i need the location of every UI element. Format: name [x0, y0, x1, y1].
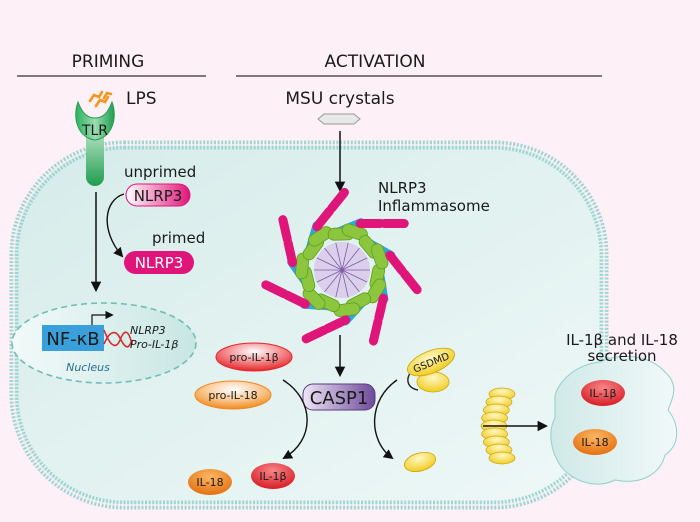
pro-il18: [194, 380, 272, 410]
section-title-activation: ACTIVATION: [325, 52, 426, 72]
unprimed-nlrp3: [125, 183, 191, 207]
nlrp3-arm: [368, 317, 383, 346]
inflammasome-label-1: NLRP3: [378, 179, 427, 197]
casp1: [302, 383, 376, 411]
gsdmd-pore-subunit: [488, 451, 516, 465]
nlrp3-arm: [374, 293, 388, 323]
nucleus-label: Nucleus: [66, 361, 110, 374]
lps-label: LPS: [126, 89, 157, 109]
il18-product-label: IL-18: [196, 476, 223, 489]
casp1-label: CASP1: [310, 388, 369, 409]
unprimed-nlrp3-label: NLRP3: [134, 187, 183, 205]
nlrp3-arm: [385, 250, 407, 276]
secretion-title-1: IL-1β and IL-18: [566, 331, 678, 349]
msu-crystal-icon: [317, 113, 361, 125]
core-spoke: [316, 269, 343, 283]
core-spoke: [335, 269, 343, 298]
primed-label: primed: [152, 229, 205, 247]
msu-label: MSU crystals: [285, 89, 394, 109]
secreted-il1b-label: IL-1β: [589, 387, 616, 400]
cleaved-gsdmd-fragment: [403, 451, 437, 473]
tlr-head: [75, 100, 115, 141]
core-spoke: [341, 242, 349, 271]
nlrp3-arm: [301, 325, 329, 344]
gsdmd-pore: [480, 387, 516, 465]
pro-il1b: [215, 342, 293, 372]
core-spoke: [316, 257, 343, 271]
pro-il18-label: pro-IL-18: [208, 389, 257, 402]
nlrp3-arm: [278, 215, 292, 244]
il1b-product-label: IL-1β: [259, 470, 286, 483]
gsdmd-cleavage-arrow: [373, 379, 398, 460]
inflammasome-complex: [261, 187, 422, 346]
nlrp3-arm: [283, 238, 298, 268]
primed-nlrp3-label: NLRP3: [135, 254, 184, 272]
transcription-arrow-icon: [91, 310, 114, 325]
secretion-title-2: secretion: [587, 347, 656, 365]
gene-nlrp3: NLRP3: [130, 324, 166, 337]
nlrp3-arm: [323, 315, 351, 333]
section-title-priming: PRIMING: [72, 52, 145, 72]
nlrp3-arm: [400, 269, 422, 295]
pro-il1b-label: pro-IL-1β: [229, 351, 278, 364]
secreted-il1b: [581, 380, 625, 406]
unprimed-label: unprimed: [124, 163, 196, 181]
il1b-product: [251, 463, 295, 489]
nucleus: NF-κB NLRP3 Pro-IL-1β Nucleus: [11, 302, 197, 384]
tlr-receptor: TLR: [75, 100, 115, 186]
secreted-il18: [573, 429, 617, 455]
core-spoke: [341, 247, 360, 271]
secreted-il18-label: IL-18: [581, 436, 608, 449]
asc-pyd-domain: [370, 243, 389, 270]
tlr-stem: [86, 128, 104, 186]
il18-product: [188, 469, 232, 495]
nfkb-box: [42, 325, 104, 351]
gsdmd-n-domain: [407, 347, 455, 377]
cytokine-cleavage-arrow: [282, 379, 308, 459]
core-spoke: [324, 269, 343, 293]
tlr-label: TLR: [81, 123, 108, 139]
core-spoke: [324, 247, 343, 271]
nlrp3-arm: [327, 187, 349, 213]
secretion-vesicle: [550, 355, 678, 485]
core-spoke: [341, 269, 368, 283]
gene-pro-il1b: Pro-IL-1β: [130, 338, 178, 351]
cell: [9, 140, 609, 510]
nlrp3-arm: [261, 280, 289, 299]
core-spoke: [341, 257, 368, 271]
lps-icon: [88, 90, 113, 108]
primed-nlrp3: [124, 251, 194, 274]
core-spoke: [341, 269, 360, 293]
cytoplasm: [14, 145, 604, 505]
nlrp3-arm: [282, 290, 310, 309]
core-spoke: [341, 269, 349, 298]
nlrp3-arm: [312, 206, 334, 232]
nfkb-label: NF-κB: [46, 329, 99, 350]
priming-conversion-arrow: [106, 193, 125, 258]
inflammasome-label-2: Inflammasome: [378, 197, 490, 215]
core-spoke: [335, 242, 343, 271]
